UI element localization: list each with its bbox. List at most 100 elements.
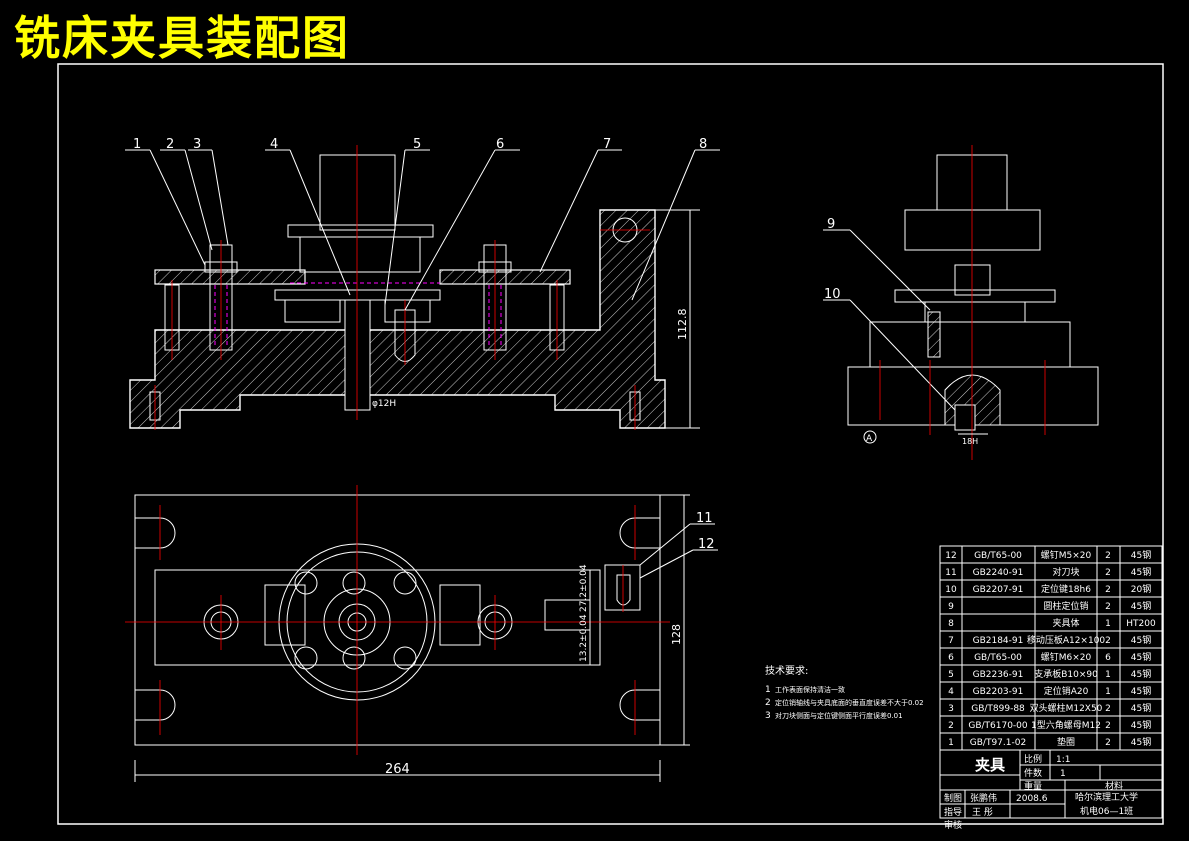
bom-cell-mat: 45钢 [1131, 685, 1151, 697]
clamp-plate-right [439, 269, 571, 285]
locating-pin [344, 299, 371, 411]
bom-cell-no: 4 [948, 687, 954, 697]
bolt-hole-3 [393, 571, 417, 595]
bom-cell-no: 9 [948, 602, 954, 612]
bom-cell-qty: 2 [1105, 585, 1111, 595]
balloon-3: 3 [193, 137, 201, 152]
title-block [939, 749, 1163, 819]
support-block-right [384, 299, 431, 323]
workpiece-body [299, 236, 421, 273]
bom-cell-std: GB/T6170-00 [968, 721, 1028, 731]
side-body-top [869, 321, 1071, 368]
note-3-text: 对刀块侧面与定位键侧面平行度误差0.01 [775, 711, 903, 720]
note-1-num: 1 [765, 685, 771, 695]
balloon-11: 11 [696, 511, 713, 526]
bom-cell-no: 7 [948, 636, 954, 646]
balloon-2: 2 [166, 137, 174, 152]
bom-cell-no: 12 [945, 551, 956, 561]
bom-cell-no: 1 [948, 738, 954, 748]
bom-cell-std: GB/T65-00 [974, 653, 1022, 663]
bom-cell-std: GB2184-91 [973, 636, 1024, 646]
clamp-plate-left [154, 269, 306, 285]
note-1-text: 工作表面保持清洁一致 [775, 685, 845, 694]
side-nut [954, 264, 991, 296]
bom-cell-qty: 2 [1105, 704, 1111, 714]
note-3-num: 3 [765, 711, 771, 721]
bom-cell-mat: 45钢 [1131, 651, 1151, 663]
support-block-left [284, 299, 341, 323]
bom-cell-name: 定位键18h6 [1041, 583, 1091, 595]
bom-cell-name: 圆柱定位销 [1043, 600, 1088, 612]
bom-cell-qty: 6 [1105, 653, 1111, 663]
bom-cell-name: 对刀块 [1052, 566, 1079, 578]
dim-height: 112.8 [676, 309, 689, 341]
fixture-body-section [129, 209, 666, 429]
section-mark-circle [863, 430, 877, 444]
top-body-outline [154, 569, 601, 666]
workpiece-top [319, 154, 396, 231]
technical-notes: 技术要求: 1 工作表面保持清洁一致 2 定位销轴线与夹具底面的垂直度误差不大于… [765, 664, 924, 721]
slot-right-bottom [619, 689, 660, 721]
bom-cell-mat: 45钢 [1131, 549, 1151, 561]
setting-screw [616, 574, 631, 606]
side-clamp-area [904, 209, 1041, 251]
top-view [125, 485, 690, 782]
drawn-label: 制图 [944, 792, 962, 804]
count-value: 1 [1060, 769, 1066, 779]
bom-cell-mat: 45钢 [1131, 736, 1151, 748]
slot-left-bottom [135, 689, 176, 721]
bom-cell-qty: 1 [1105, 670, 1111, 680]
slot-right-top [619, 517, 660, 549]
bolt-hole-2 [342, 571, 366, 595]
scale-label: 比例 [1024, 753, 1042, 765]
balloon-1: 1 [133, 137, 141, 152]
screw-6 [394, 309, 416, 362]
note-2-num: 2 [765, 698, 771, 708]
review-label: 审核 [944, 819, 962, 831]
bom-cell-name: 双头螺柱M12X50 [1030, 702, 1103, 714]
bom-cell-name: 螺钉M6×20 [1041, 652, 1092, 663]
bom-cell-no: 2 [948, 721, 954, 731]
bom-cell-std: GB/T65-00 [974, 551, 1022, 561]
bom-cell-qty: 2 [1105, 721, 1111, 731]
bom-cell-mat: 45钢 [1131, 566, 1151, 578]
count-label: 件数 [1024, 767, 1042, 779]
part-name: 夹具 [975, 756, 1005, 774]
side-support-plate [894, 289, 1056, 303]
top-base-outline [134, 494, 661, 746]
balloon-7: 7 [603, 137, 611, 152]
bom-cell-name: 支承板B10×90 [1034, 668, 1098, 680]
drawn-date: 2008.6 [1016, 794, 1048, 804]
bom-cell-qty: 1 [1105, 687, 1111, 697]
balloon-9: 9 [827, 217, 835, 232]
side-view [847, 145, 1099, 460]
drawing-title: 铣床夹具装配图 [14, 11, 350, 65]
bom-cell-std: GB2203-91 [973, 687, 1024, 697]
dim-slot-width: 18H [962, 437, 978, 446]
bom-cell-qty: 1 [1105, 619, 1111, 629]
balloon-labels: 1 2 3 4 5 6 7 8 9 10 11 12 [133, 137, 841, 552]
balloon-6: 6 [496, 137, 504, 152]
weight-label: 重量 [1024, 780, 1042, 792]
dim-width: 128 [670, 624, 683, 645]
bom-cell-qty: 2 [1105, 551, 1111, 561]
bom-cell-no: 6 [948, 653, 954, 663]
balloon-10: 10 [824, 287, 841, 302]
balloon-8: 8 [699, 137, 707, 152]
balloon-5: 5 [413, 137, 421, 152]
note-2-text: 定位销轴线与夹具底面的垂直度误差不大于0.02 [775, 698, 924, 707]
side-pin-9 [927, 311, 941, 358]
bom-cell-qty: 2 [1105, 636, 1111, 646]
balloon-4: 4 [270, 137, 278, 152]
bom-cell-name: 定位销A20 [1044, 685, 1089, 697]
section-mark: A [866, 434, 873, 444]
bom-cell-mat: 20钢 [1131, 583, 1151, 595]
bom-cell-mat: 45钢 [1131, 668, 1151, 680]
locating-key [954, 404, 976, 431]
bolt-hole-1 [294, 571, 318, 595]
drawn-name: 张鹏伟 [970, 792, 997, 804]
balloon-12: 12 [698, 537, 715, 552]
material-label: 材料 [1105, 780, 1123, 792]
bom-cell-qty: 2 [1105, 738, 1111, 748]
